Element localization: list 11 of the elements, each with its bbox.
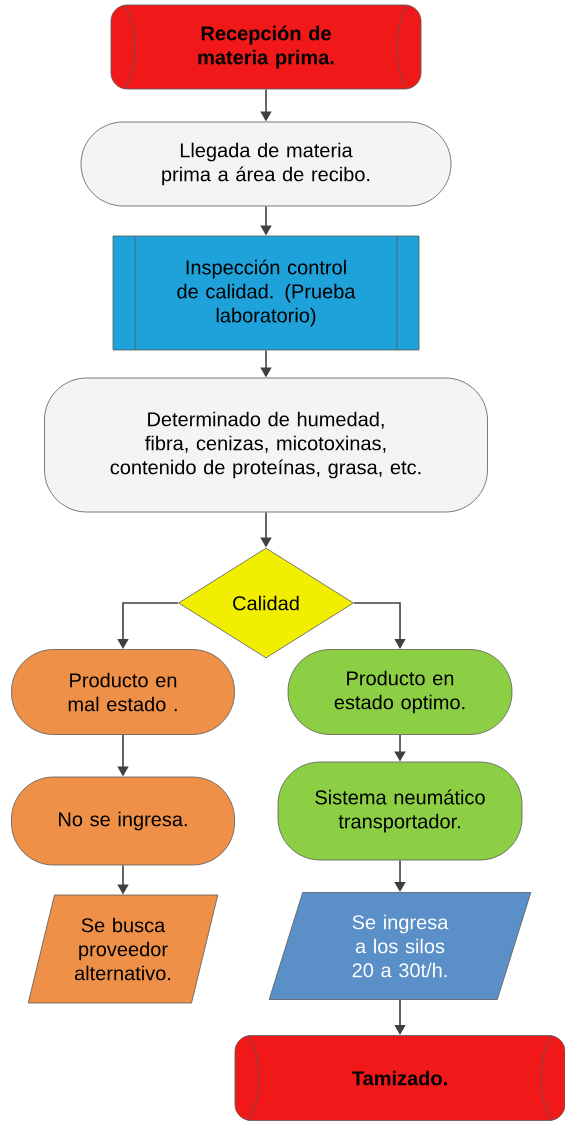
predefined-process-box: Inspección control de calidad. (Prueba laboratorio) [112,235,420,351]
terminator-box: Tamizado. [234,1035,565,1121]
process-box: Llegada de materia prima a área de recibo. [80,121,452,207]
process-box: Sistema neumático transportador. [277,761,523,861]
process-box: Producto en estado optimo. [287,649,513,735]
process-box: Determinado de humedad, fibra, cenizas, micotoxinas, contenido de proteínas, grasa, etc. [44,377,488,513]
process-box: No se ingresa. [11,776,235,866]
data-box: Se ingresa a los silos 20 a 30t/h. [268,892,532,1000]
terminator-box: Recepción de materia prima. [110,4,422,90]
process-box: Producto en mal estado . [11,649,235,735]
data-box: Se busca proveedor alternativo. [27,894,219,1004]
